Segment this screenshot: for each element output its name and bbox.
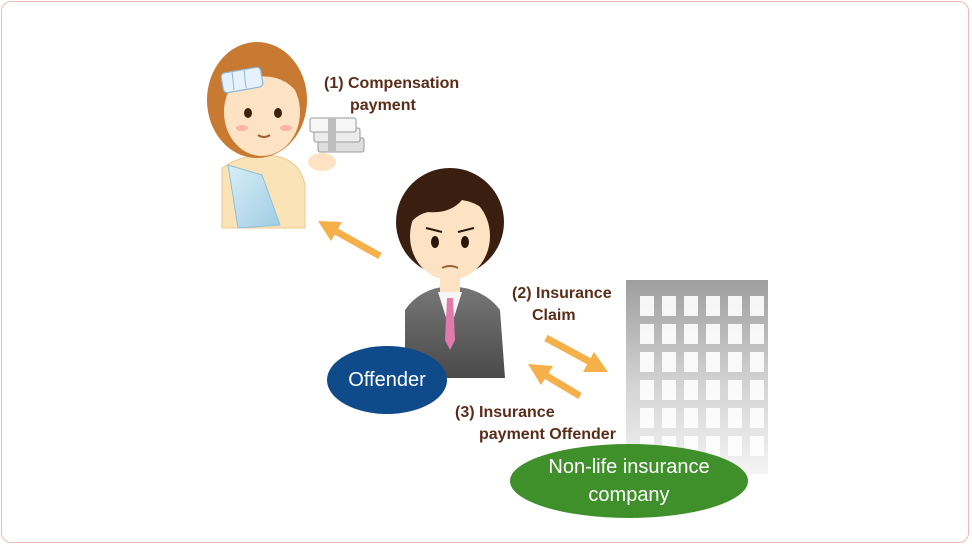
injured-woman-icon — [207, 42, 336, 229]
building-window — [728, 296, 742, 316]
label-payment-line-1: (3) Insurance — [455, 404, 555, 421]
building-window — [750, 352, 764, 372]
office-building-icon — [626, 280, 768, 474]
label-compensation-line-2: payment — [350, 97, 416, 114]
building-window — [750, 380, 764, 400]
building-window — [750, 408, 764, 428]
building-window — [684, 380, 698, 400]
building-window — [706, 296, 720, 316]
building-window — [662, 352, 676, 372]
building-window — [706, 352, 720, 372]
arrow-payment — [528, 364, 582, 400]
building-window — [684, 324, 698, 344]
building-window — [750, 296, 764, 316]
label-insurance-payment: (3) Insurance payment Offender — [455, 402, 616, 446]
label-compensation-payment: (1) Compensation payment — [324, 73, 459, 117]
building-window — [684, 296, 698, 316]
building-window — [662, 296, 676, 316]
building-window — [640, 296, 654, 316]
cash-bundle-icon — [309, 117, 365, 153]
building-window — [706, 436, 720, 456]
label-payment-line-2: payment Offender — [479, 426, 616, 443]
building-window — [662, 408, 676, 428]
building-window — [706, 380, 720, 400]
building-window — [684, 352, 698, 372]
building-window — [640, 408, 654, 428]
offender-badge: Offender — [327, 346, 447, 414]
insurer-badge-line-1: Non-life insurance — [548, 456, 710, 478]
building-window — [662, 324, 676, 344]
building-window — [728, 324, 742, 344]
building-window — [662, 380, 676, 400]
arrow-compensation — [318, 221, 382, 260]
building-window — [640, 352, 654, 372]
insurer-badge: Non-life insurance company — [510, 444, 748, 518]
insurer-badge-line-2: company — [588, 484, 670, 506]
building-window — [706, 324, 720, 344]
building-window — [640, 324, 654, 344]
businessman-icon — [396, 168, 505, 378]
arrow-claim — [544, 334, 608, 372]
offender-badge-label: Offender — [348, 369, 426, 391]
building-window — [728, 436, 742, 456]
label-compensation-line-1: (1) Compensation — [324, 75, 460, 92]
label-claim-line-2: Claim — [532, 307, 576, 324]
building-window — [750, 324, 764, 344]
label-insurance-claim: (2) Insurance Claim — [512, 283, 612, 327]
building-window — [750, 436, 764, 456]
building-window — [728, 352, 742, 372]
building-window — [640, 380, 654, 400]
label-claim-line-1: (2) Insurance — [512, 285, 612, 302]
building-window — [728, 408, 742, 428]
building-window — [684, 408, 698, 428]
building-window — [728, 380, 742, 400]
building-window — [706, 408, 720, 428]
